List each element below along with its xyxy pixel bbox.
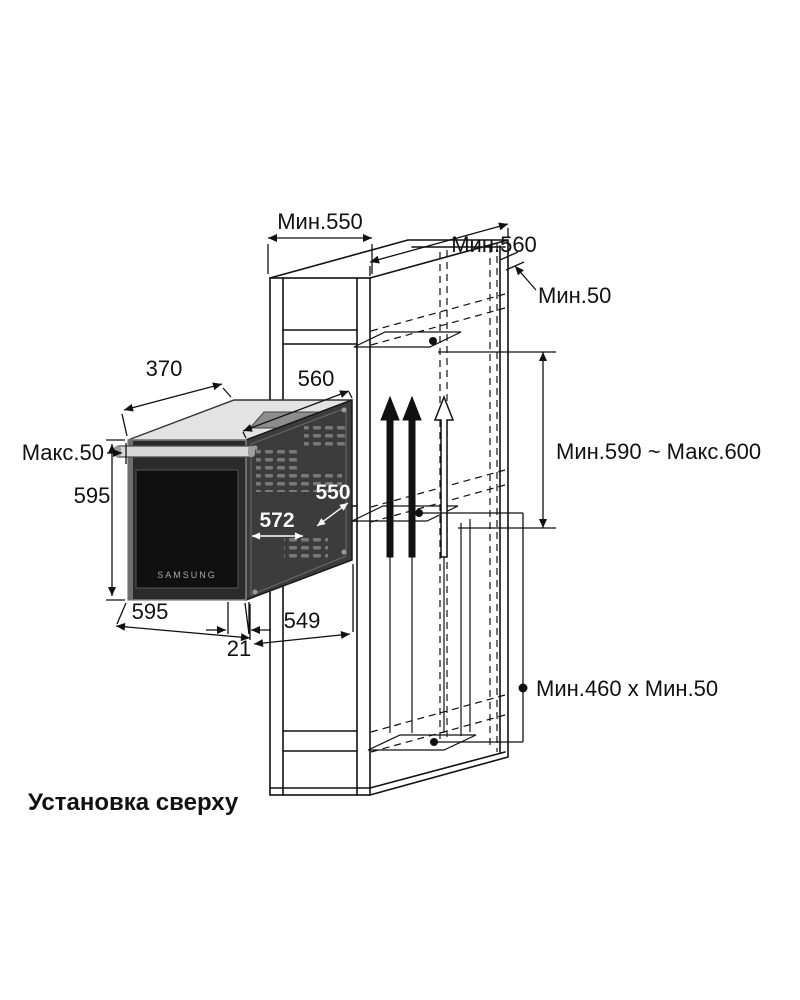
dim-min560: Мин.560 bbox=[369, 222, 537, 276]
dim-560-label: 560 bbox=[298, 366, 335, 391]
handle-end-cap bbox=[114, 446, 121, 457]
airflow-arrow bbox=[380, 395, 400, 558]
dim-max50-label: Макс.50 bbox=[22, 440, 104, 465]
dim-min560-label: Мин.560 bbox=[451, 232, 537, 257]
dim-560-extensions bbox=[242, 391, 353, 439]
dim-550-line bbox=[316, 502, 349, 527]
dim-min560-line bbox=[369, 222, 509, 264]
dim-572: 572 bbox=[252, 509, 303, 540]
dim-595-width-label: 595 bbox=[132, 599, 169, 624]
vent-cutouts bbox=[351, 331, 477, 751]
dim-595w-line bbox=[115, 622, 251, 642]
dim-549-line bbox=[253, 630, 351, 648]
dim-549-extensions bbox=[249, 564, 354, 640]
dim-vent-size: Мин.460 x Мин.50 bbox=[421, 512, 718, 743]
oven-door-edge bbox=[128, 440, 133, 600]
dim-min50-leader bbox=[514, 265, 537, 291]
dim-560: 560 bbox=[242, 366, 353, 439]
dim-min550-label: Мин.550 bbox=[277, 209, 363, 234]
screw-dot bbox=[341, 549, 347, 555]
dim-549: 549 bbox=[249, 564, 354, 648]
middle-vent-locator-dot bbox=[415, 509, 423, 517]
dim-550-label: 550 bbox=[315, 481, 350, 504]
dim-21: 21 bbox=[206, 602, 271, 661]
dim-595-width: 595 bbox=[115, 599, 251, 642]
middle-vent-cutout bbox=[351, 505, 459, 522]
screw-dot bbox=[341, 407, 347, 413]
caption: Установка сверху bbox=[28, 789, 239, 816]
dim-niche-height: Мин.590 ~ Макс.600 bbox=[438, 351, 761, 529]
dim-595-height: 595 bbox=[74, 439, 125, 601]
vent-slots-group bbox=[304, 424, 346, 450]
dim-21-extensions bbox=[227, 602, 250, 634]
oven-handle bbox=[113, 445, 256, 458]
dim-550: 550 bbox=[315, 481, 351, 527]
dim-549-label: 549 bbox=[284, 608, 321, 633]
dim-max50: Макс.50 bbox=[22, 440, 127, 465]
airflow-arrow-outline bbox=[433, 394, 455, 558]
top-vent-cutout bbox=[353, 331, 462, 348]
dim-vent-dot bbox=[518, 683, 528, 693]
screw-dot bbox=[252, 589, 258, 595]
top-vent-locator-dot bbox=[429, 337, 437, 345]
dim-370: 370 bbox=[121, 356, 232, 437]
handle-end-cap bbox=[248, 446, 255, 457]
dim-vent-label: Мин.460 x Мин.50 bbox=[536, 676, 718, 701]
brand-label: SAMSUNG bbox=[157, 570, 217, 580]
oven-door-glass bbox=[135, 469, 239, 589]
dim-niche-height-label: Мин.590 ~ Макс.600 bbox=[556, 439, 761, 464]
dim-min550-extensions bbox=[267, 244, 373, 274]
bottom-vent-cutout bbox=[367, 734, 477, 751]
dim-370-extensions bbox=[121, 387, 232, 437]
vent-slots-group bbox=[256, 472, 342, 492]
airflow-arrows bbox=[380, 394, 455, 733]
dim-min50-label: Мин.50 bbox=[538, 283, 611, 308]
dim-595-height-label: 595 bbox=[74, 483, 111, 508]
dim-21-label: 21 bbox=[227, 636, 251, 661]
dim-vent-leader bbox=[421, 512, 524, 743]
dim-560-line bbox=[242, 390, 350, 432]
dim-572-label: 572 bbox=[259, 509, 294, 532]
dim-595h-extensions bbox=[106, 439, 125, 601]
cabinet-duct-lines bbox=[460, 519, 471, 736]
dim-min50-top: Мин.50 bbox=[499, 251, 611, 308]
dim-370-line bbox=[123, 382, 223, 412]
vent-slots-group bbox=[256, 448, 298, 474]
vent-slots-group bbox=[284, 538, 328, 560]
dim-niche-extensions bbox=[438, 351, 556, 529]
airflow-tails bbox=[389, 557, 445, 733]
airflow-arrow bbox=[402, 395, 422, 558]
dim-min560-extensions bbox=[369, 228, 509, 276]
bottom-vent-locator-dot bbox=[430, 738, 438, 746]
dim-370-label: 370 bbox=[146, 356, 183, 381]
